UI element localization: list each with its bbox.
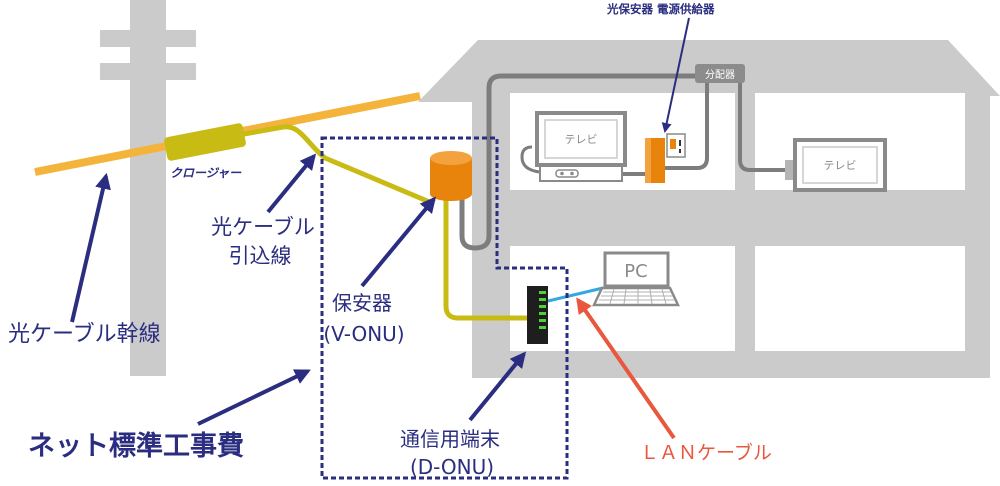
pc-keyboard-keys (599, 288, 675, 305)
onu-label-line2: (D-ONU) (410, 455, 494, 479)
splitter: 分配器 (695, 64, 745, 83)
onu-led (539, 319, 546, 322)
lan-cable (547, 286, 604, 303)
splitter-box (695, 64, 745, 83)
onu-led (539, 291, 546, 294)
utility-pole (100, 0, 196, 376)
coax-cable-to-power-supply (665, 83, 709, 170)
standard-fee-label: ネット標準工事費 (28, 430, 244, 462)
arrow-lan-cable (576, 297, 676, 440)
pole-shaft (130, 0, 166, 376)
tv-upper-button-2 (570, 171, 574, 176)
lan-cable-label: ＬＡＮケーブル (640, 441, 772, 464)
power-supply-highlight (645, 138, 651, 183)
fiber-drop-cable (243, 124, 433, 206)
onu-label-line1: 通信用端末 (400, 427, 500, 451)
arrow-onu (468, 351, 527, 422)
drop-cable-label-line2: 引込線 (229, 244, 292, 268)
pc-screen (603, 251, 670, 288)
power-supply-label: 光保安器 電源供給器 (606, 2, 715, 16)
tv-upper-label: テレビ (565, 133, 598, 146)
outlet-slot-2 (679, 149, 681, 153)
tv-right-connector (785, 160, 795, 180)
onu-led (539, 305, 546, 308)
tv-right: テレビ (785, 138, 887, 192)
tv-upper-buttons (555, 169, 579, 178)
coax-cable-to-right-tv (738, 83, 786, 172)
protector-top (430, 151, 472, 165)
arrow-drop-cable (266, 153, 317, 214)
room-lower-right (755, 246, 965, 351)
tv-right-screen (802, 146, 878, 184)
tv-upper-button-1 (560, 171, 564, 176)
fiber-indoor-cable (443, 196, 528, 321)
splitter-label: 分配器 (705, 69, 735, 81)
onu-led (539, 312, 546, 315)
pc-label: PC (624, 261, 647, 282)
pc-laptop: PC (592, 251, 680, 307)
protector-label-line1: 保安器 (332, 291, 392, 315)
arrow-trunk (70, 172, 111, 323)
onu-led (539, 298, 546, 301)
protector-label-line2: (V-ONU) (323, 322, 404, 346)
pole-crossbar-bottom (100, 63, 196, 80)
tv-upper-screen (544, 119, 618, 159)
arrow-power-supply (661, 17, 690, 133)
coax-cable-main (459, 73, 696, 251)
tv-upper: テレビ (535, 111, 627, 182)
protector-device (430, 151, 472, 201)
closure-label: クロージャー (170, 166, 242, 180)
power-supply-device (645, 133, 686, 183)
tv-power-cord (520, 145, 541, 174)
pole-crossbar-top (100, 30, 196, 47)
protector-bottom (430, 187, 472, 201)
arrow-standard-fee (197, 369, 311, 426)
outlet-plug (670, 139, 676, 149)
closure-box (164, 123, 246, 161)
tv-upper-stand (539, 165, 623, 182)
trunk-label: 光ケーブル幹線 (8, 322, 161, 347)
arrow-protector (360, 196, 437, 288)
onu-terminal (527, 286, 548, 344)
outlet-slot-1 (679, 140, 681, 146)
tv-right-label: テレビ (824, 159, 857, 172)
onu-led (539, 326, 546, 329)
drop-cable-label-line1: 光ケーブル (211, 215, 315, 239)
